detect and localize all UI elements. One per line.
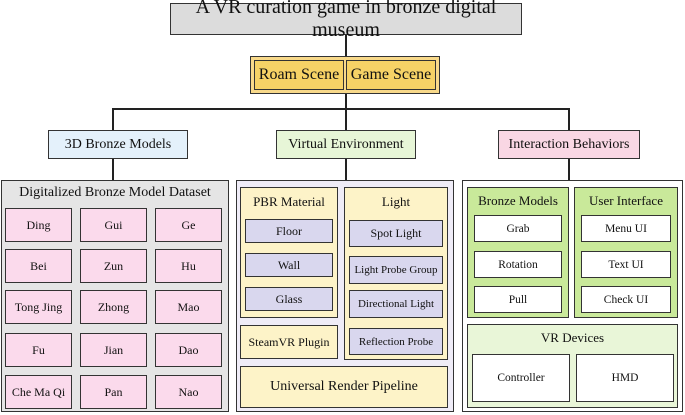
dataset-item: Ding bbox=[5, 208, 72, 242]
light-item: Light Probe Group bbox=[349, 256, 443, 284]
vr-device: HMD bbox=[576, 354, 674, 402]
dataset-item: Zhong bbox=[80, 290, 147, 324]
dataset-item: Fu bbox=[5, 333, 72, 367]
pbr-item: Wall bbox=[245, 253, 333, 277]
user-interface-title: User Interface bbox=[589, 193, 663, 208]
category-interaction-behaviors: Interaction Behaviors bbox=[498, 130, 640, 159]
light-item: Reflection Probe bbox=[349, 328, 443, 355]
bronze-action: Pull bbox=[474, 286, 562, 313]
dataset-item: Tong Jing bbox=[5, 290, 72, 324]
vr-device: Controller bbox=[472, 354, 570, 402]
light-item: Directional Light bbox=[349, 290, 443, 318]
pbr-item: Glass bbox=[245, 287, 333, 311]
dataset-item: Dao bbox=[155, 333, 222, 367]
dataset-item: Nao bbox=[155, 375, 222, 409]
light-title: Light bbox=[381, 194, 411, 209]
diagram-title: A VR curation game in bronze digital mus… bbox=[170, 0, 522, 41]
connector-bus-interaction bbox=[568, 108, 570, 130]
pbr-item: Floor bbox=[245, 219, 333, 243]
dataset-item: Hu bbox=[155, 249, 222, 283]
ui-item: Check UI bbox=[581, 286, 671, 313]
connector-interaction-panel bbox=[568, 158, 570, 180]
dataset-item: Che Ma Qi bbox=[5, 375, 72, 409]
dataset-item: Jian bbox=[80, 333, 147, 367]
ui-item: Text UI bbox=[581, 251, 671, 278]
bronze-models-title: Bronze Models bbox=[478, 193, 558, 208]
bronze-action: Grab bbox=[474, 215, 562, 242]
dataset-item: Ge bbox=[155, 208, 222, 242]
game-scene-box: Game Scene bbox=[346, 60, 436, 90]
steamvr-plugin-box: SteamVR Plugin bbox=[240, 325, 338, 359]
connector-bus-models bbox=[112, 108, 114, 130]
dataset-item: Bei bbox=[5, 249, 72, 283]
connector-models-panel bbox=[112, 158, 114, 180]
dataset-item: Zun bbox=[80, 249, 147, 283]
category-3d-bronze-models: 3D Bronze Models bbox=[48, 130, 188, 159]
bronze-action: Rotation bbox=[474, 251, 562, 278]
dataset-item: Mao bbox=[155, 290, 222, 324]
light-item: Spot Light bbox=[349, 220, 443, 247]
ui-item: Menu UI bbox=[581, 215, 671, 242]
dataset-item: Pan bbox=[80, 375, 147, 409]
connector-title-scene bbox=[345, 34, 347, 58]
roam-scene-box: Roam Scene bbox=[254, 60, 344, 90]
category-virtual-environment: Virtual Environment bbox=[276, 130, 416, 159]
urp-box: Universal Render Pipeline bbox=[240, 366, 448, 408]
vr-devices-title: VR Devices bbox=[540, 330, 605, 345]
connector-horizontal-bus bbox=[112, 108, 570, 110]
connector-environment-panel bbox=[345, 158, 347, 180]
dataset-title: Digitalized Bronze Model Dataset bbox=[19, 185, 211, 200]
dataset-item: Gui bbox=[80, 208, 147, 242]
connector-scene-bus bbox=[345, 93, 347, 109]
connector-bus-environment bbox=[345, 108, 347, 130]
pbr-material-title: PBR Material bbox=[253, 194, 325, 209]
